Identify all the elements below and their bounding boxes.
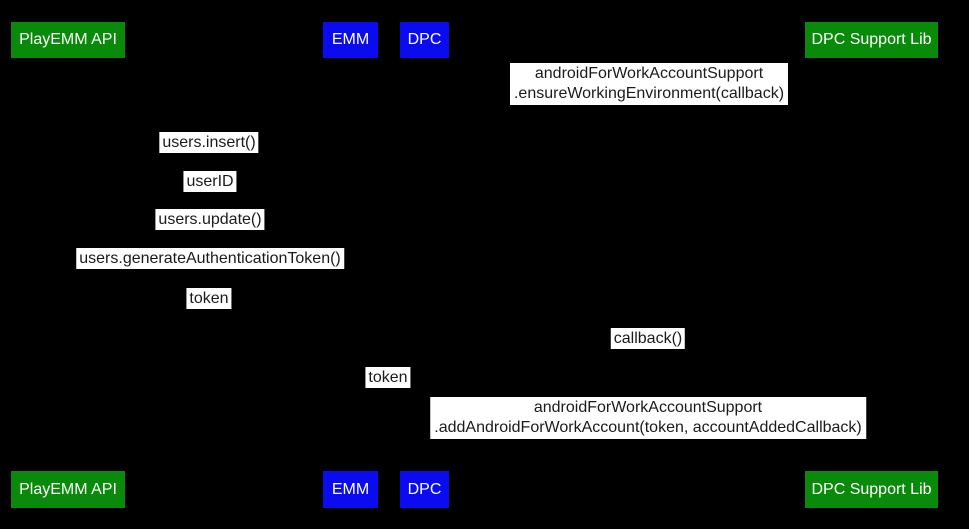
actor-dpc-support-lib-top: DPC Support Lib (805, 22, 938, 58)
actor-dpc-bottom: DPC (400, 471, 449, 508)
actor-emm-bottom: EMM (323, 471, 378, 508)
message-users-update: users.update() (155, 209, 265, 230)
actor-dpc-support-lib-bottom: DPC Support Lib (805, 471, 938, 508)
message-users-generate-authentication-token: users.generateAuthenticationToken() (76, 248, 344, 269)
message-ensure-working-environment: androidForWorkAccountSupport .ensureWork… (509, 63, 789, 105)
message-token-response: token (186, 288, 232, 309)
actor-dpc-top: DPC (400, 22, 449, 58)
message-callback: callback() (610, 328, 686, 349)
actor-label: DPC Support Lib (811, 480, 932, 498)
message-line: .addAndroidForWorkAccount(token, account… (434, 419, 862, 436)
actor-playemm-api-bottom: PlayEMM API (11, 471, 125, 508)
actor-label: DPC (407, 480, 442, 498)
actor-label: DPC Support Lib (811, 31, 932, 48)
actor-emm-top: EMM (323, 22, 378, 58)
message-add-android-for-work-account: androidForWorkAccountSupport .addAndroid… (430, 397, 866, 439)
message-user-id: userID (183, 171, 237, 192)
message-users-insert: users.insert() (159, 132, 259, 153)
actor-label: PlayEMM API (19, 31, 117, 48)
message-line: .ensureWorkingEnvironment(callback) (513, 85, 785, 102)
message-line: androidForWorkAccountSupport (534, 65, 764, 82)
actor-label: EMM (331, 480, 370, 498)
actor-label: EMM (331, 31, 370, 48)
actor-label: DPC (407, 31, 442, 48)
actor-label: PlayEMM API (19, 480, 117, 498)
message-token-forward: token (365, 367, 411, 388)
actor-playemm-api-top: PlayEMM API (11, 22, 125, 58)
message-line: androidForWorkAccountSupport (533, 399, 763, 416)
